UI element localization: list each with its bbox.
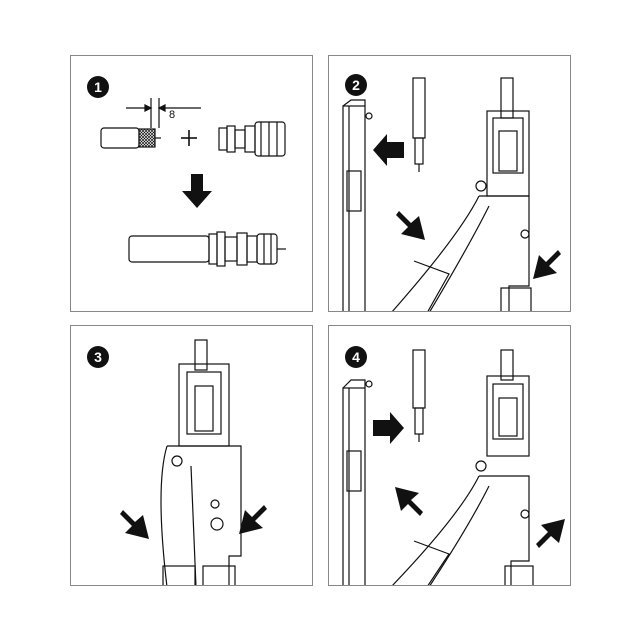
block-arrow-icon — [239, 505, 267, 534]
dimension-arrowhead-left — [144, 104, 153, 112]
block-arrow-icon — [373, 134, 404, 166]
crimped-connector-on-cable — [412, 349, 426, 442]
step-1-badge: 1 — [87, 76, 109, 98]
step-4-badge: 4 — [345, 346, 367, 368]
tool-side-view — [342, 99, 373, 311]
strip-length-label: 8 — [169, 109, 176, 121]
block-arrow-icon — [536, 519, 565, 548]
step-2-badge: 2 — [345, 74, 367, 96]
block-arrow-icon — [120, 510, 149, 539]
crimp-tool-front — [392, 349, 534, 585]
block-arrow-icon — [533, 250, 561, 279]
step-3-badge: 3 — [87, 346, 109, 368]
block-arrow-icon — [396, 211, 425, 240]
connector-on-cable — [412, 77, 426, 172]
dimension-arrowhead-right — [157, 104, 166, 112]
crimp-tool-closed — [160, 339, 242, 585]
step-4-panel: 4 — [328, 325, 571, 586]
stripped-cable — [100, 127, 161, 149]
step-3-panel: 3 — [70, 325, 313, 586]
step-2-panel: 2 — [328, 55, 571, 312]
block-arrow-icon — [395, 487, 423, 516]
step-1-panel: 1 8 — [70, 55, 313, 312]
tool-side-view — [342, 379, 373, 585]
step-3-illustration — [120, 339, 267, 585]
assembled-cable-connector — [128, 231, 286, 267]
step-1-illustration — [100, 98, 286, 267]
crimp-tool-front — [391, 77, 532, 311]
block-arrow-icon — [373, 412, 404, 444]
block-arrow-icon — [182, 174, 212, 208]
plus-icon — [181, 130, 197, 146]
step-4-illustration — [342, 349, 565, 585]
f-connector — [218, 121, 286, 157]
step-2-illustration — [342, 77, 561, 311]
